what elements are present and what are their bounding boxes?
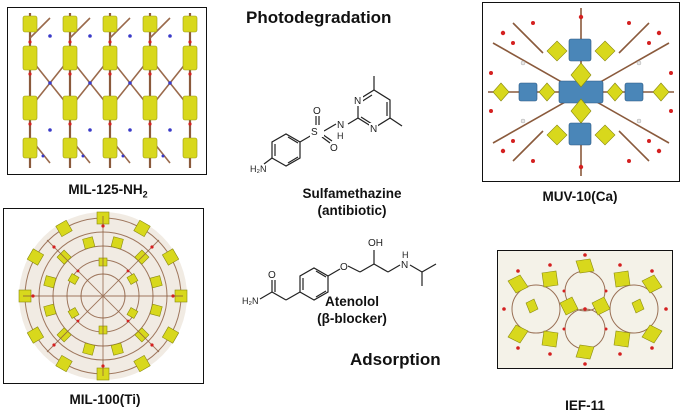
photodegradation-title: Photodegradation <box>246 8 392 27</box>
muv10-label: MUV-10(Ca) <box>542 189 618 204</box>
mil125-structure-image <box>22 13 198 168</box>
atenolol-carbonyl-o-atom: O <box>268 270 276 281</box>
sulfamethazine-o1-atom: O <box>313 106 321 117</box>
sulfamethazine-o2-atom: O <box>330 143 338 154</box>
sulfamethazine-name: Sulfamethazine <box>302 186 402 201</box>
atenolol-structure: O H₂N O OH N H <box>242 238 437 306</box>
atenolol-h2n-group: H₂N <box>242 296 259 306</box>
ief11-structure-image <box>498 251 672 368</box>
mil100-structure-image <box>18 211 188 381</box>
sulfamethazine-structure: S O O N H N N H₂N <box>250 76 403 174</box>
adsorption-title: Adsorption <box>350 350 441 369</box>
muv10-structure-image <box>488 8 674 176</box>
sulfamethazine-h-atom: H <box>337 131 344 141</box>
atenolol-n-atom: N <box>401 260 408 271</box>
ief11-label: IEF-11 <box>565 398 605 413</box>
sulfamethazine-h2n-group: H₂N <box>250 164 267 174</box>
sulfamethazine-n2-atom: N <box>370 124 377 135</box>
mil125-subscript: 2 <box>142 189 148 200</box>
atenolol-name: Atenolol <box>325 294 379 309</box>
sulfamethazine-s-atom: S <box>311 127 318 138</box>
muv10-structure-panel <box>482 2 680 182</box>
mil100-structure-panel <box>3 208 204 384</box>
atenolol-ether-o-atom: O <box>340 262 348 273</box>
mil125-structure-panel <box>7 7 207 175</box>
sulfamethazine-n1-atom: N <box>354 96 361 107</box>
mil125-label: MIL-125-NH2 <box>48 182 168 200</box>
sulfamethazine-class: (antibiotic) <box>317 203 387 218</box>
sulfamethazine-nh-atom: N <box>337 120 344 131</box>
mil100-label: MIL-100(Ti) <box>69 392 141 407</box>
atenolol-oh-group: OH <box>368 238 383 249</box>
atenolol-h-atom: H <box>402 250 409 260</box>
sulfamethazine-label: Sulfamethazine (antibiotic) <box>282 185 422 219</box>
atenolol-label: Atenolol (β-blocker) <box>302 293 402 327</box>
ief11-structure-panel <box>497 250 673 369</box>
mil125-name: MIL-125-NH <box>68 182 143 197</box>
atenolol-class: (β-blocker) <box>317 311 387 326</box>
